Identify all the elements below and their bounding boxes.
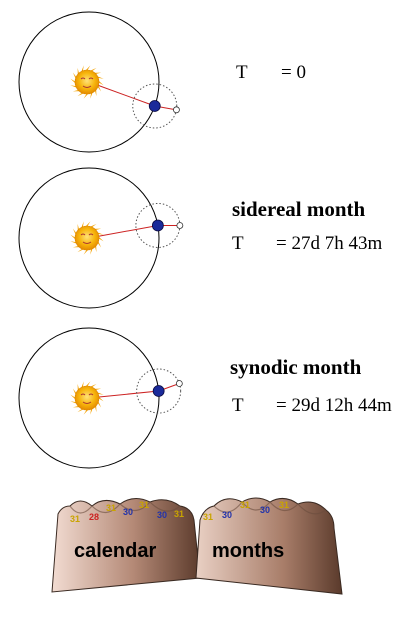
months-label: months <box>212 540 285 562</box>
orbit-panel <box>18 167 184 309</box>
day-label: 30 <box>222 510 232 520</box>
moon-dot <box>175 380 183 387</box>
sun-icon <box>70 65 104 99</box>
time-symbol: T <box>232 395 244 416</box>
day-label: 30 <box>123 507 133 517</box>
orbit-panel <box>18 327 183 469</box>
day-label: 30 <box>157 510 167 520</box>
day-label: 31 <box>203 512 213 522</box>
earth-dot <box>148 100 161 112</box>
day-label: 31 <box>174 509 184 519</box>
moon-orbit <box>136 368 182 414</box>
day-label: 30 <box>260 505 270 515</box>
day-label: 28 <box>89 512 99 522</box>
orbit-panel <box>18 11 180 153</box>
day-label: 31 <box>70 514 80 524</box>
moon-orbit <box>132 83 178 129</box>
time-value: = 27d 7h 43m <box>276 233 383 254</box>
time-symbol: T <box>232 233 244 254</box>
sun-icon <box>70 381 104 415</box>
moon-dot <box>176 222 184 229</box>
time-value: = 0 <box>281 62 306 83</box>
earth-dot <box>151 219 164 232</box>
panel-heading: synodic month <box>230 355 362 379</box>
knuckle-calendar-illustration: 31 28 31 30 31 30 31 31 30 31 30 31 <box>51 497 343 595</box>
moon-dot <box>173 106 180 114</box>
orbit-panels <box>18 11 184 469</box>
earth-orbit <box>18 327 160 469</box>
calendar-label: calendar <box>74 540 157 562</box>
sun-icon <box>70 221 104 255</box>
sun-earth-line <box>88 224 158 239</box>
day-label: 31 <box>240 500 250 510</box>
day-label: 31 <box>139 500 149 510</box>
earth-orbit <box>18 11 160 153</box>
earth-dot <box>152 385 165 397</box>
sun-earth-line <box>88 390 159 399</box>
right-fist-days: 31 30 31 30 31 <box>203 500 289 522</box>
time-value: = 29d 12h 44m <box>276 395 392 416</box>
time-symbol: T <box>236 62 248 83</box>
panel-heading: sidereal month <box>232 197 366 221</box>
earth-orbit <box>18 167 160 309</box>
sun-earth-line <box>88 81 155 107</box>
day-label: 31 <box>106 503 116 513</box>
day-label: 31 <box>279 500 289 510</box>
left-fist-days: 31 28 31 30 31 30 31 <box>70 500 184 524</box>
